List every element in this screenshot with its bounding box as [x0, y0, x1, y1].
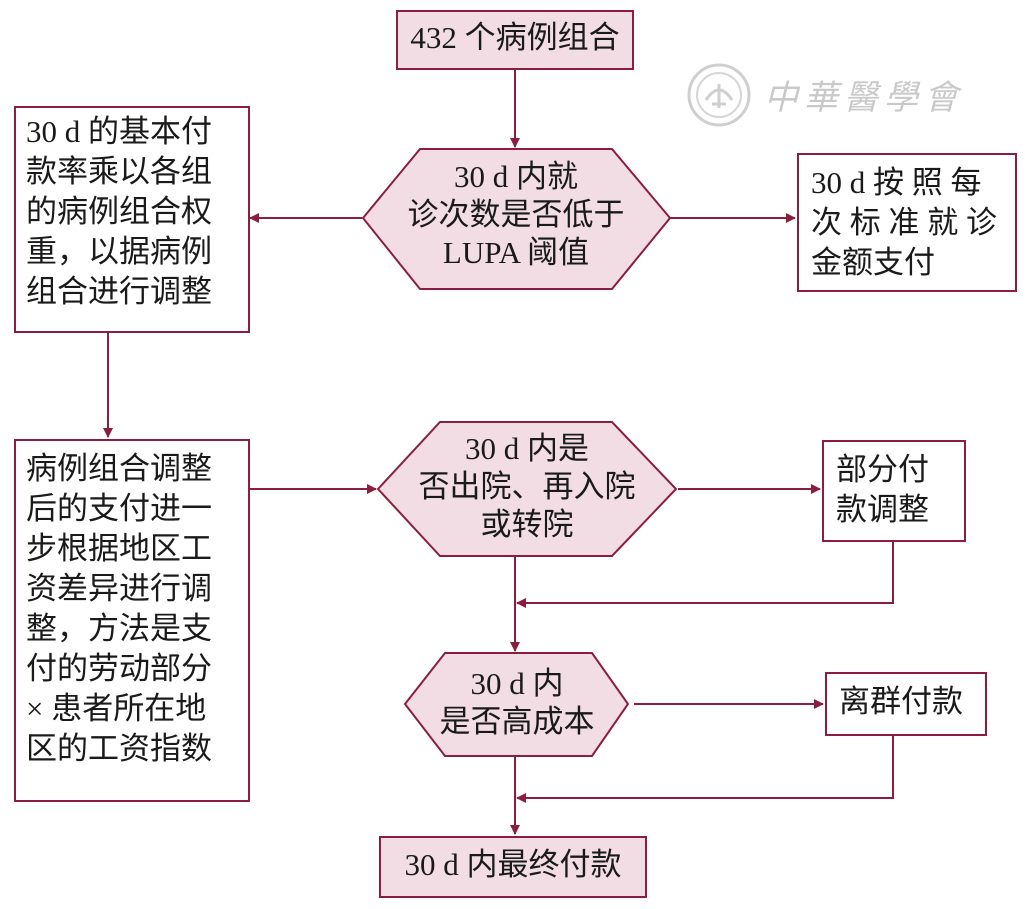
start-node-label: 432 个病例组合 — [410, 20, 620, 55]
outlier-payment-text: 离群付款 — [839, 684, 963, 719]
decision-cost-shape — [403, 652, 630, 757]
decision-cost-label: 30 d 内 是否高成本 — [439, 666, 595, 739]
partial-payment-box: 部分付 款调整 — [822, 440, 966, 542]
decision-discharge-shape — [376, 421, 678, 557]
society-watermark-text: 中華醫學會 — [764, 80, 964, 117]
start-node: 432 个病例组合 — [396, 10, 634, 70]
wage-adjustment-box: 病例组合调整 后的支付进一 步根据地区工 资差异进行调 整，方法是支 付的劳动部… — [14, 439, 250, 802]
arrow-outlier-return — [516, 736, 894, 803]
per-visit-payment-text: 30 d 按 照 每 次 标 准 就 诊 金额支付 — [811, 165, 997, 280]
society-watermark: 中華醫學會 — [684, 60, 974, 130]
partial-payment-text: 部分付 款调整 — [836, 452, 929, 527]
per-visit-payment-box: 30 d 按 照 每 次 标 准 就 诊 金额支付 — [797, 153, 1017, 292]
decision-discharge-label: 30 d 内是 否出院、再入院 或转院 — [418, 431, 636, 542]
final-payment-node: 30 d 内最终付款 — [379, 836, 647, 898]
wage-adjustment-text: 病例组合调整 后的支付进一 步根据地区工 资差异进行调 整，方法是支 付的劳动部… — [26, 451, 212, 766]
society-seal-logo — [687, 63, 751, 127]
arrow-partial-return — [516, 542, 894, 608]
base-rate-text: 30 d 的基本付 款率乘以各组 的病例组合权 重，以据病例 组合进行调整 — [26, 114, 212, 309]
base-rate-box: 30 d 的基本付 款率乘以各组 的病例组合权 重，以据病例 组合进行调整 — [14, 106, 250, 333]
decision-lupa-label: 30 d 内就 诊次数是否低于 LUPA 阈值 — [407, 159, 625, 270]
final-payment-text: 30 d 内最终付款 — [404, 847, 622, 882]
outlier-payment-box: 离群付款 — [825, 672, 987, 736]
